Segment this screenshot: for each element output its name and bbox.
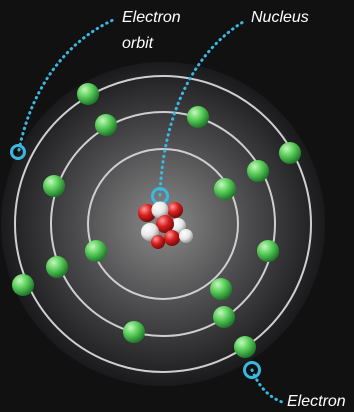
electron: [95, 114, 117, 136]
proton: [167, 202, 183, 218]
electron: [279, 142, 301, 164]
neutron: [179, 229, 193, 243]
orbits: [14, 75, 312, 373]
leader-electron: [250, 368, 284, 404]
label-nucleus: Nucleus: [251, 9, 309, 26]
electron: [187, 106, 209, 128]
neutron: [170, 218, 186, 234]
orbit-inner: [87, 148, 239, 300]
leader-nucleus: [158, 20, 245, 197]
electron: [257, 240, 279, 262]
orbit-outer: [14, 75, 312, 373]
neutron: [151, 201, 169, 219]
electron: [234, 336, 256, 358]
electron: [85, 240, 107, 262]
label-electron-orbit-line1: Electron: [122, 9, 181, 26]
electron: [46, 256, 68, 278]
label-electron: Electron: [287, 393, 346, 410]
marker-orbit: [10, 144, 26, 160]
proton: [138, 204, 156, 222]
electrons: [12, 83, 301, 358]
electron: [123, 321, 145, 343]
leader-electron-orbit: [17, 18, 115, 152]
electron: [247, 160, 269, 182]
orbit-middle: [50, 111, 276, 337]
electron: [214, 178, 236, 200]
nucleus: [138, 201, 193, 249]
proton: [151, 235, 165, 249]
proton: [156, 215, 174, 233]
electron: [77, 83, 99, 105]
electron: [12, 274, 34, 296]
proton: [164, 230, 180, 246]
electron: [213, 306, 235, 328]
electron: [43, 175, 65, 197]
marker-electron: [243, 361, 261, 379]
label-electron-orbit-line2: orbit: [122, 35, 154, 52]
electron: [210, 278, 232, 300]
leader-lines: [17, 18, 284, 404]
